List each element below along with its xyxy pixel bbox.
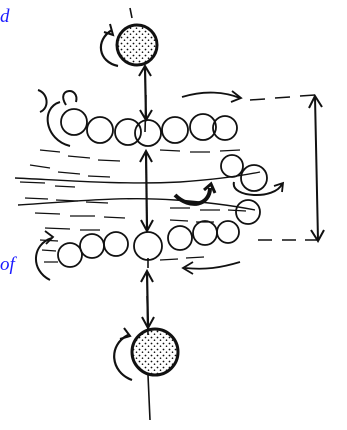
top-roller [117, 25, 157, 65]
top-roller-rotation-arrow [101, 30, 118, 66]
lower-flow-arrow [185, 262, 240, 269]
central-flow-line-lower [18, 199, 255, 210]
lower-left-rotation-head [45, 231, 53, 244]
bottom-roller-rotation-arrow [114, 335, 132, 380]
upper-left-loop [63, 91, 76, 105]
top-link-arrow [145, 68, 146, 118]
bottom-roller-arrow-head [120, 328, 130, 339]
upper-dashed-boundary [250, 95, 315, 100]
bottom-link-arrow [147, 272, 148, 325]
upper-flow-arrow [182, 93, 240, 98]
bottom-roller [132, 329, 178, 375]
lower-left-rotation-arrow [36, 238, 52, 280]
upper-left-crescent [38, 90, 47, 112]
top-roller-tick [130, 8, 132, 18]
upper-left-rotation-arrow [48, 102, 70, 146]
text-fragment-left: of [0, 255, 15, 274]
right-middle-circles [221, 155, 267, 224]
middle-link-arrow [146, 152, 147, 228]
top-roller-arrow-head [104, 24, 113, 35]
gap-dimension-arrow [315, 97, 318, 240]
text-fragment-top: d [0, 7, 10, 26]
right-rotation-arrow [234, 182, 282, 195]
